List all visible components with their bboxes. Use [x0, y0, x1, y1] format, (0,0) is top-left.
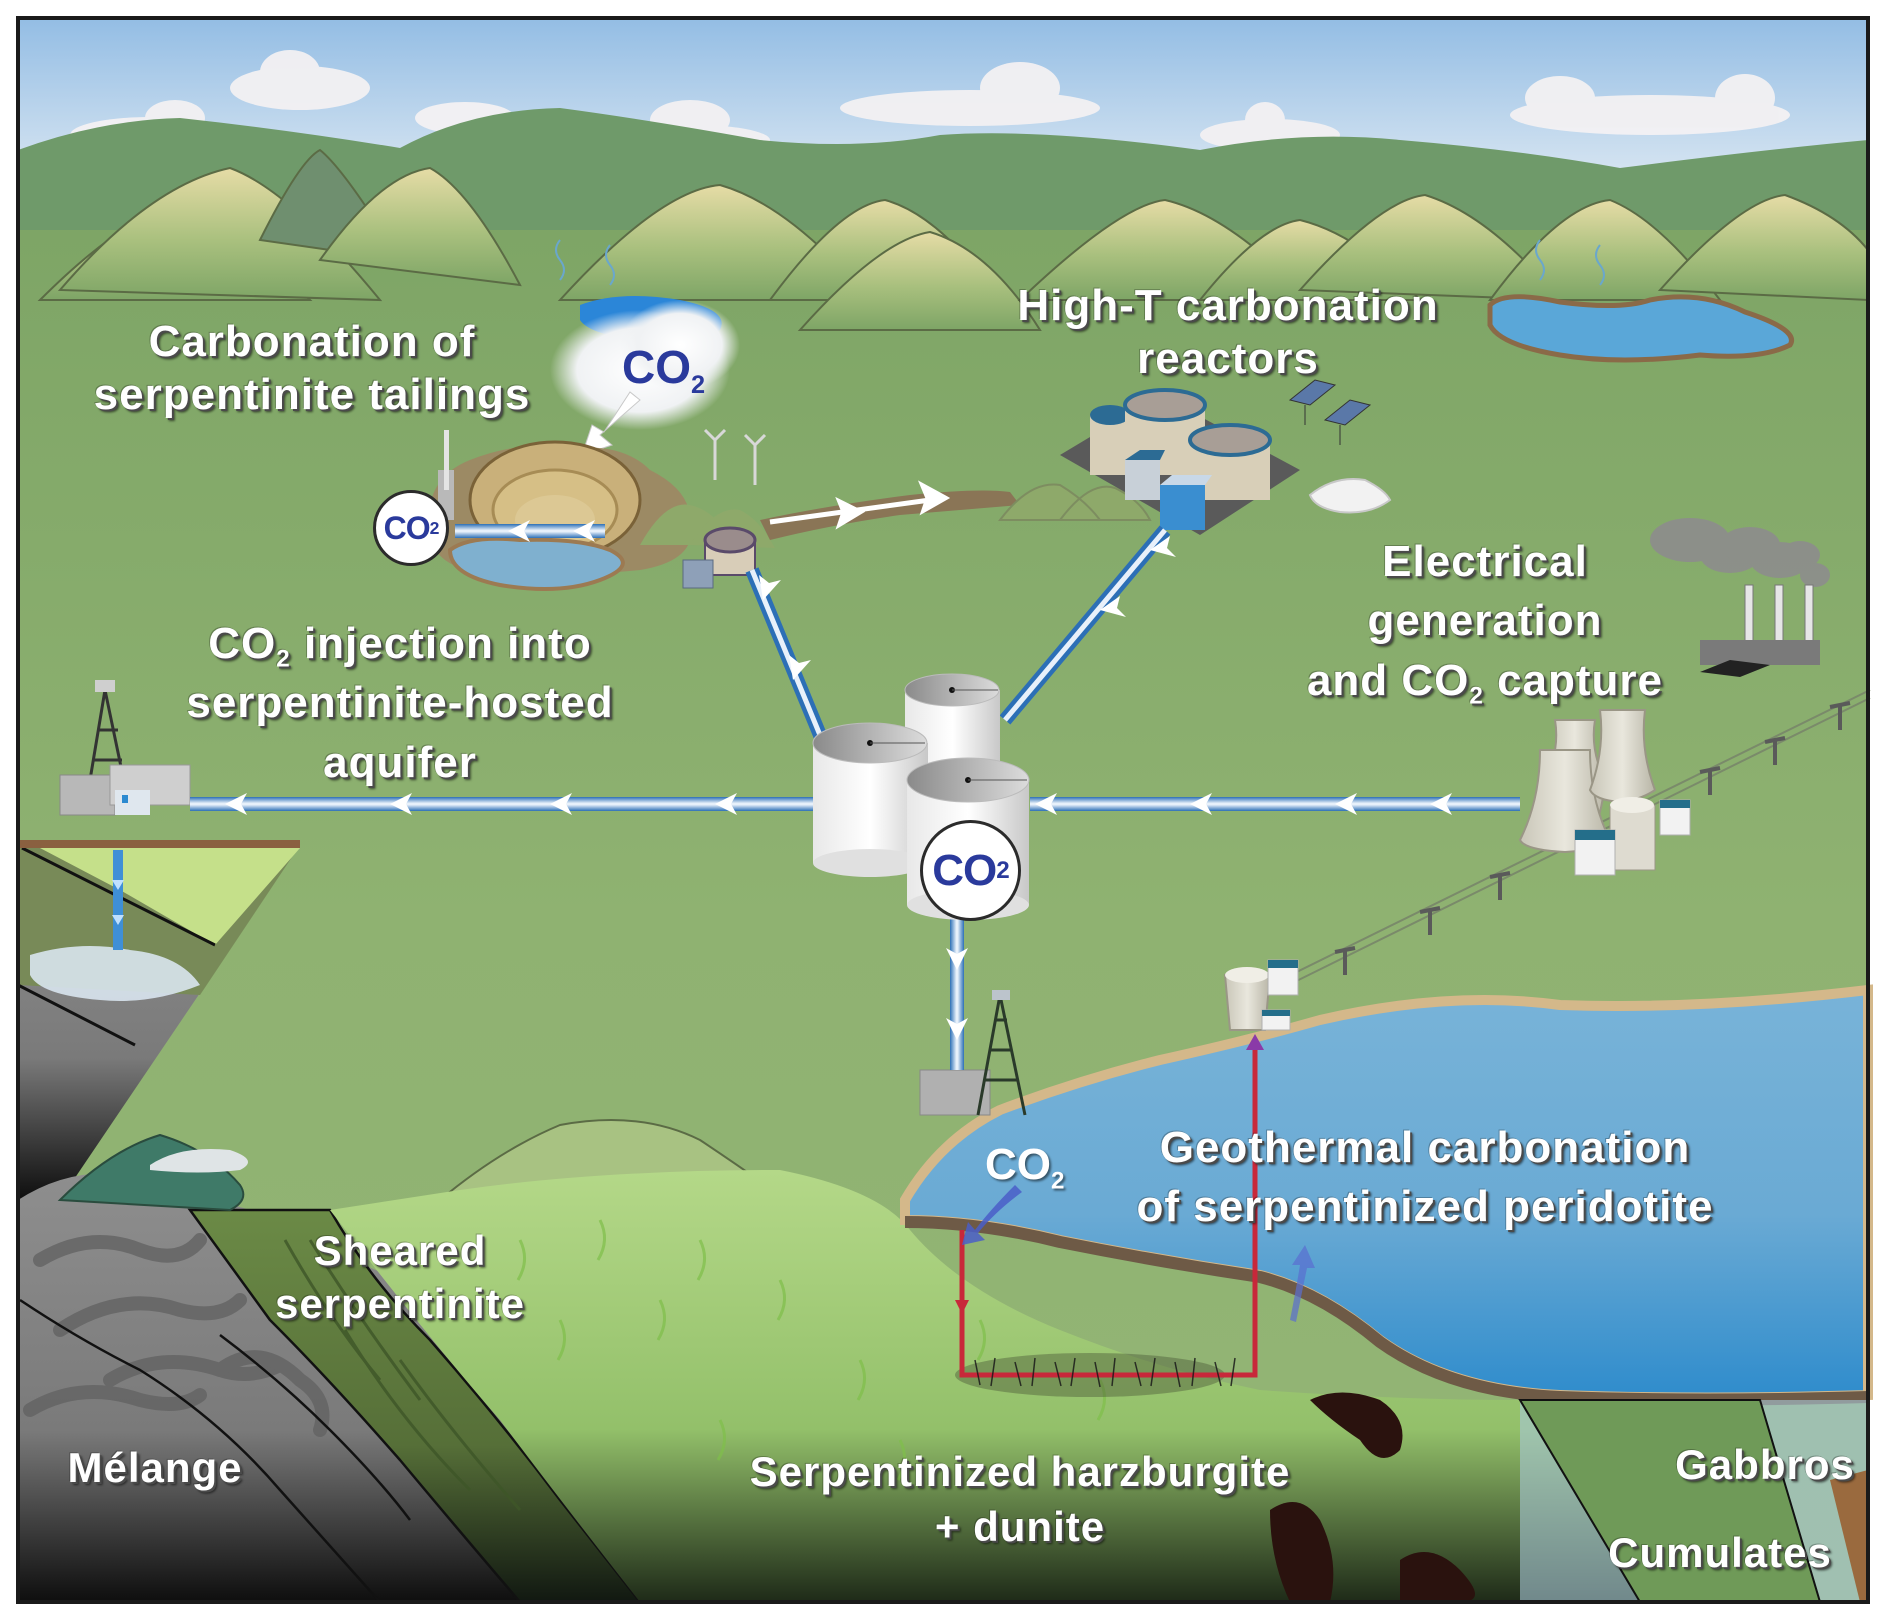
label-geothermal: Geothermal carbonation of serpentinized … — [1075, 1118, 1775, 1237]
geothermal-well-loop — [955, 1034, 1264, 1397]
label-injection-line3: aquifer — [323, 737, 477, 787]
label-injection-line1-post: injection into — [290, 619, 592, 668]
co2-cloud-sub: 2 — [691, 371, 706, 400]
melange-fabric — [23, 1233, 330, 1437]
co2-cloud-main: CO — [622, 341, 691, 393]
label-reactors: High-T carbonation reactors — [968, 280, 1488, 386]
haul-road — [760, 490, 1020, 540]
peridotite-unit — [330, 1170, 1640, 1602]
foreground-cloud — [150, 1149, 248, 1173]
wind-turbines — [703, 428, 767, 485]
cloud-arrow — [581, 391, 641, 456]
spoil-hills — [997, 483, 1152, 521]
label-electrical-line2: generation — [1367, 596, 1603, 646]
label-injection-line1: CO2 injection into — [130, 614, 670, 673]
label-reactors-line2: reactors — [1137, 333, 1319, 383]
label-geothermal-line2: of serpentinized peridotite — [1136, 1182, 1714, 1232]
aquifer-cross-section — [17, 840, 300, 1200]
carbonation-reactors — [1060, 388, 1300, 535]
solar-panels — [1288, 379, 1372, 445]
label-tailings-line1: Carbonation of — [148, 317, 476, 366]
sheared-fabric — [283, 1239, 522, 1511]
figure-panel — [17, 18, 1873, 1604]
co2-geothermal-main: CO — [985, 1140, 1051, 1189]
hot-spring-steam — [555, 239, 615, 286]
label-reactors-line1: High-T carbonation — [1017, 281, 1439, 330]
label-electrical-line3: and CO2 capture — [1255, 651, 1715, 710]
co2-tank-main: CO — [932, 845, 997, 895]
label-gabbros: Gabbros — [1675, 1441, 1855, 1488]
mountains — [37, 148, 1869, 331]
label-electrical-line3-pre: and CO — [1306, 655, 1470, 705]
geothermal-power-plant — [1223, 959, 1299, 1031]
label-harzburgite-line2: + dunite — [934, 1502, 1106, 1550]
mountain-lake — [1487, 294, 1794, 363]
co2-injection-arrow — [962, 1185, 1022, 1245]
peridotite-texture — [516, 1219, 1106, 1481]
tailings-processing-plant — [682, 526, 757, 589]
label-electrical-line3-post: capture — [1483, 655, 1664, 705]
label-melange: Mélange — [67, 1444, 243, 1491]
label-harzburgite: Serpentinized harzburgite + dunite — [720, 1445, 1320, 1554]
label-electrical: Electrical generation and CO2 capture — [1255, 532, 1715, 710]
melange-faults — [19, 1298, 411, 1603]
label-injection-line2: serpentinite-hosted — [186, 678, 614, 728]
co2-cloud-label: CO2 — [622, 340, 705, 398]
co2-geothermal-sub: 2 — [1051, 1167, 1065, 1195]
label-sheared-serpentinite: Sheared serpentinite — [250, 1225, 550, 1330]
pipelines — [190, 524, 1520, 1070]
storage-injection-well — [919, 990, 1027, 1116]
label-injection-line1-sub: 2 — [276, 645, 291, 673]
label-sheared-line1: Sheared — [313, 1227, 487, 1274]
label-tailings: Carbonation of serpentinite tailings — [52, 316, 572, 422]
label-electrical-line3-sub: 2 — [1469, 682, 1484, 710]
label-harzburgite-line1: Serpentinized harzburgite — [749, 1448, 1291, 1495]
label-injection-line1-pre: CO — [208, 619, 277, 668]
coal-power-plant — [1650, 518, 1830, 677]
injection-well — [59, 680, 191, 816]
label-tailings-line2: serpentinite tailings — [93, 369, 531, 419]
pipeline-arrows — [225, 520, 1452, 1040]
figure-frame — [16, 16, 1870, 1604]
cooling-towers-plant — [1518, 709, 1691, 876]
label-geothermal-line1: Geothermal carbonation — [1159, 1123, 1691, 1172]
dunite-pods — [1270, 1392, 1475, 1602]
label-sheared-line2: serpentinite — [274, 1279, 526, 1327]
carbonate-product-pile — [1308, 478, 1392, 514]
label-injection: CO2 injection into serpentinite-hosted a… — [130, 614, 670, 792]
label-electrical-line1: Electrical — [1382, 537, 1588, 586]
haul-road-arrows — [769, 480, 951, 530]
label-cumulates: Cumulates — [1608, 1529, 1832, 1576]
fluid-upwelling-arrow — [1290, 1245, 1315, 1322]
mountain-lake-steam — [1535, 239, 1605, 286]
co2-cloud — [550, 300, 740, 430]
co2-source-main: CO — [383, 509, 431, 546]
co2-geothermal-label: CO2 — [985, 1140, 1064, 1193]
cumulates-wedge — [1830, 1470, 1868, 1602]
